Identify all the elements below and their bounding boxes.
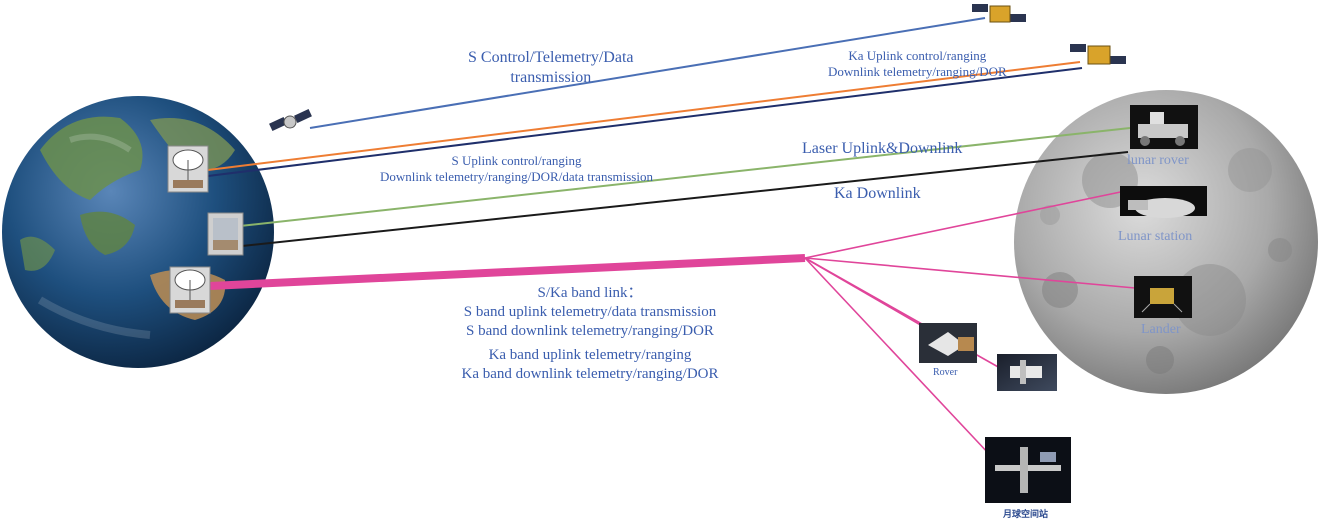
ka-downlink-label: Ka Downlink	[834, 184, 921, 204]
s-uplink-label: S Uplink control/ranging Downlink teleme…	[380, 153, 653, 186]
s-uplink-line1: S Uplink control/ranging	[451, 153, 582, 168]
s-uplink-line2: Downlink telemetry/ranging/DOR/data tran…	[380, 169, 653, 185]
laser-line	[239, 127, 1131, 227]
s-control-line2: transmission	[510, 69, 592, 86]
lunar-station-image	[1120, 186, 1207, 218]
ka-uplink-line1: Ka Uplink control/ranging	[848, 48, 987, 63]
ka-downlink-label-sub: Downlink	[852, 185, 921, 202]
lander-image	[1134, 276, 1192, 318]
ground-station-1	[167, 145, 209, 193]
sk-line2: S band downlink telemetry/ranging/DOR	[466, 322, 714, 339]
sk-title: S/Ka band link：	[537, 285, 643, 301]
rover-caption: Rover	[933, 367, 958, 378]
sk-line4: Ka band downlink telemetry/ranging/DOR	[461, 366, 719, 382]
ka-uplink-label: Ka Uplink control/ranging Downlink telem…	[828, 48, 1007, 81]
lunar-rover-label: lunar rover	[1127, 153, 1189, 168]
s-control-line1: S Control/Telemetry/Data	[468, 49, 634, 66]
s-control-label: S Control/Telemetry/Data transmission	[468, 48, 634, 88]
ka-uplink-line-navy	[207, 67, 1083, 177]
laser-label-main: Laser	[802, 140, 838, 157]
spacecraft-image	[997, 354, 1057, 391]
lunar-rover-image	[1130, 105, 1198, 149]
satellite-leo-icon	[269, 108, 312, 132]
ka-downlink-label-main: Ka	[834, 185, 853, 202]
lander-label: Lander	[1141, 322, 1181, 337]
rover-capsule-image	[919, 323, 977, 363]
laser-label: Laser Uplink&Downlink	[802, 139, 962, 159]
orbiter-1-icon	[972, 4, 1026, 23]
orbiter-2-icon	[1070, 44, 1126, 65]
ka-uplink-line2: Downlink telemetry/ranging/DOR	[828, 64, 1007, 80]
ka-downlink-line	[241, 151, 1129, 247]
moon	[1014, 90, 1318, 394]
s-link-line	[309, 17, 986, 129]
ka-uplink-line-orange	[207, 61, 1081, 171]
lunar-station-label: Lunar station	[1118, 229, 1193, 244]
sk-band-main-link	[209, 254, 806, 290]
sk-line3: Ka band uplink telemetry/ranging	[488, 347, 692, 364]
ground-station-2	[207, 212, 244, 256]
lunar-space-station-image	[985, 437, 1071, 503]
laser-label-sub: Uplink&Downlink	[837, 140, 963, 157]
lunar-space-station-caption: 月球空间站	[1003, 510, 1049, 520]
ground-station-3	[169, 266, 211, 314]
sk-line1: S band uplink telemetry/data transmissio…	[463, 303, 717, 320]
sk-band-label: S/Ka band link： S band uplink telemetry/…	[430, 284, 750, 384]
